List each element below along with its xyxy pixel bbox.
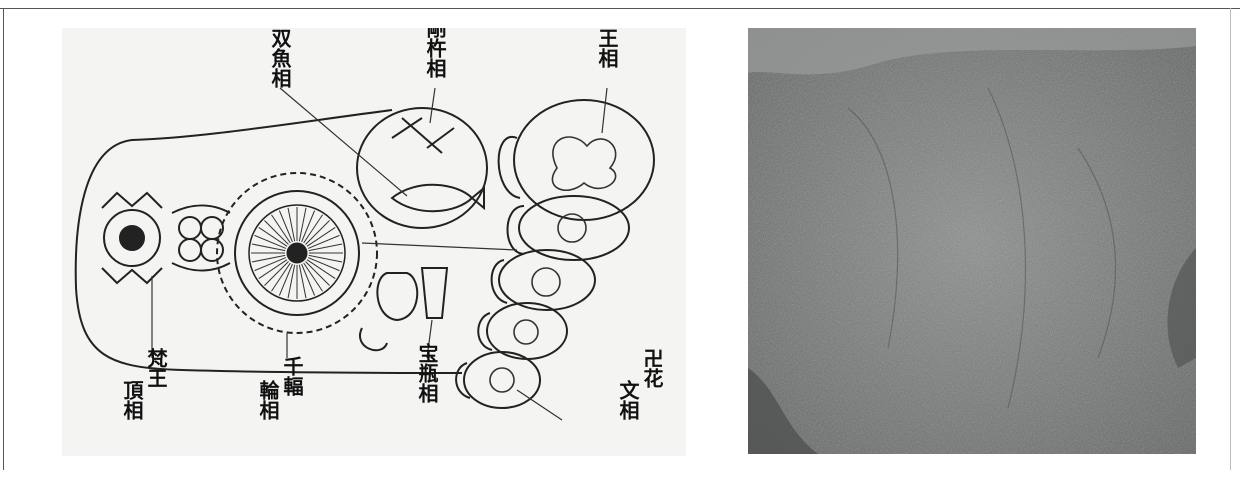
wheel-spoke: [258, 227, 288, 247]
wheel-spoke: [264, 261, 289, 286]
wheel-spoke: [278, 263, 293, 296]
label-vajra: 金剛杵相: [423, 28, 447, 79]
stone-grain: [748, 28, 1196, 454]
label-brahma-crown-a: 梵王: [144, 348, 168, 388]
stone-crack-right: [1167, 248, 1196, 368]
wheel-spoke: [254, 257, 287, 272]
wheel-spoke: [264, 220, 289, 245]
wheel-spoke: [251, 254, 286, 263]
leader-vase: [426, 319, 433, 359]
toe-4: [486, 302, 568, 360]
leader-moon-king: [601, 87, 608, 134]
wheel-spoke: [251, 243, 286, 252]
toe-3-swirl: [531, 267, 561, 297]
footprint-diagram: 双魚相 金剛杵相 月王相 梵王 頂相 千輻 輪相 宝瓶相 卍花 文相: [74, 0, 664, 421]
wheel-spoke: [254, 234, 287, 249]
label-svastika-b: 文相: [616, 379, 640, 421]
brahma-crown: [101, 191, 231, 285]
footprint-diagram-panel: 双魚相 金剛杵相 月王相 梵王 頂相 千輻 輪相 宝瓶相 卍花 文相: [62, 0, 686, 456]
leader-twin-fish: [279, 87, 408, 197]
wheel-spoke: [307, 257, 340, 272]
stone-texture: [748, 28, 1196, 454]
svastika-swirl: [489, 367, 515, 393]
label-treasure-vase: 宝瓶相: [415, 342, 439, 404]
toe-5: [463, 351, 541, 409]
wheel-spoke: [306, 259, 336, 279]
stone-crack-left: [748, 368, 818, 454]
wheel-spoke: [287, 207, 296, 242]
faint-outline-1: [847, 107, 899, 349]
faint-outline-2: [987, 87, 1026, 409]
wheel-spoke: [303, 214, 323, 244]
wheel-spokes: [251, 207, 343, 299]
stone-edge-top: [748, 28, 1196, 75]
wheel-spoke: [258, 259, 288, 279]
toe-big-joint: [497, 136, 521, 199]
label-twin-fish: 双魚相: [268, 28, 292, 89]
frame-right-rule: [1230, 8, 1231, 470]
wheel-spoke: [278, 210, 293, 243]
wheel-spoke: [308, 254, 343, 263]
treasure-vase: [359, 267, 449, 352]
foot-outline: [74, 109, 463, 374]
toe-3-joint: [490, 259, 508, 304]
label-brahma-crown-b: 頂相: [120, 380, 144, 421]
toe-2-swirl: [557, 213, 587, 243]
wheel-spoke: [306, 227, 336, 247]
leader-wheel-toe: [361, 242, 518, 251]
wheel-spoke: [298, 264, 307, 299]
toe-3: [498, 249, 596, 311]
wheel-spoke: [301, 210, 316, 243]
label-thousand-wheel-b: 輪相: [256, 379, 280, 421]
frame-left-rule: [3, 8, 4, 470]
frame-top-rule: [0, 8, 1240, 9]
leader-vajra: [429, 87, 436, 124]
toe-2-joint: [506, 205, 525, 255]
wheel-spoke: [301, 263, 316, 296]
wheel-spoke: [305, 261, 330, 286]
label-thousand-wheel-a: 千輻: [280, 356, 304, 397]
moon-king-swirl: [551, 136, 617, 192]
twin-fish-symbol: [390, 183, 485, 213]
toe-4-swirl: [513, 319, 539, 345]
label-svastika-a: 卍花: [640, 348, 664, 389]
wheel-spoke: [298, 207, 307, 242]
toe-4-joint: [477, 312, 493, 351]
wheel-spoke: [287, 264, 296, 299]
leader-svastika: [516, 389, 563, 421]
label-moon-king: 月王相: [595, 28, 619, 69]
wheel-spoke: [271, 214, 291, 244]
wheel-spoke: [308, 243, 343, 252]
wheel-spoke: [303, 262, 323, 292]
toe-5-joint: [455, 362, 471, 399]
wheel-spoke: [307, 234, 340, 249]
wheel-spoke: [305, 220, 330, 245]
stone-relief-photo: [748, 28, 1196, 454]
toe-2: [518, 195, 630, 261]
vajra-symbol: [391, 117, 455, 154]
faint-outline-3: [1077, 147, 1117, 359]
wheel-spoke: [271, 262, 291, 292]
thousand-spoke-wheel: [216, 172, 378, 334]
toe-big: [513, 99, 655, 221]
vajra-fish-oval: [356, 107, 488, 229]
